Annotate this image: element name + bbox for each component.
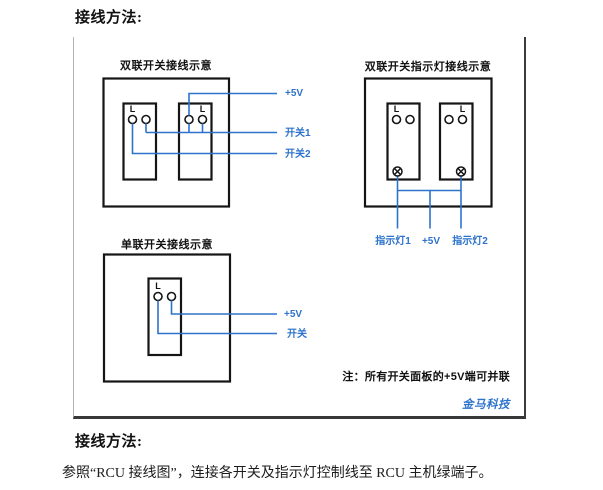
lamp-cross-icon: [393, 167, 402, 176]
terminal-circle: [166, 291, 177, 302]
dual-switch-indicator-wires: [396, 174, 462, 229]
single-switch-wires: [157, 300, 277, 335]
single-switch-diagram-title: 单联开关接线示意: [121, 239, 213, 251]
terminal-l-label: L: [459, 104, 466, 114]
switch-module: [177, 102, 213, 181]
switch-module: [438, 102, 474, 181]
terminal-circle: [153, 291, 163, 302]
terminal-circle: [391, 114, 402, 125]
switch-module: [386, 102, 421, 181]
terminal-l-label: L: [393, 104, 400, 114]
wire-label-5v: +5V: [284, 309, 303, 320]
indicator-lamp-icons: [392, 166, 467, 177]
dual-switch-panel-box: [102, 77, 231, 208]
wire-switch: [157, 300, 277, 335]
terminal-l-label: L: [129, 104, 136, 114]
wire-5v: [188, 92, 277, 116]
dual-switch-indicator-diagram-title: 双联开关指示灯接线示意: [364, 61, 492, 73]
terminal-circle: [197, 114, 208, 125]
bottom-heading: 接线方法:: [75, 434, 143, 450]
wire-label-5v: +5V: [421, 236, 441, 247]
panel-outline: [102, 253, 232, 383]
switch-module: [147, 277, 183, 357]
note-text: 注：所有开关面板的+5V端可并联: [342, 371, 510, 383]
dual-switch-wires: [131, 92, 277, 155]
wire-label-switch: 开关: [287, 328, 307, 340]
brand-text: 金马科技: [462, 399, 510, 411]
terminal-circle: [141, 114, 151, 125]
terminal-circle: [405, 114, 415, 125]
wire-switch2: [131, 123, 277, 155]
terminal-circle: [127, 114, 138, 125]
wire-label-lamp1: 指示灯1: [375, 236, 411, 247]
terminal-l-label: L: [155, 281, 161, 291]
lamp-cross-icon: [457, 167, 465, 176]
wire-label-switch2: 开关2: [285, 148, 311, 160]
terminal-circle: [184, 114, 194, 125]
single-switch-panel-box: [102, 253, 232, 383]
panel-outline: [102, 77, 231, 208]
body-paragraph: 参照“RCU 接线图”，连接各开关及指示灯控制线至 RCU 主机绿端子。: [62, 466, 493, 481]
top-heading: 接线方法:: [75, 10, 143, 26]
wire-label-switch1: 开关1: [285, 127, 311, 139]
terminal-circle: [444, 114, 454, 125]
panel-outline: [363, 77, 493, 208]
switch-module: [122, 102, 158, 181]
terminal-circle: [457, 114, 468, 125]
terminal-l-label: L: [199, 104, 206, 114]
wire-5v: [170, 300, 277, 315]
dual-switch-diagram-title: 双联开关接线示意: [120, 60, 212, 72]
wire-label-5v: +5V: [285, 88, 304, 99]
wire-label-lamp2: 指示灯2: [452, 236, 488, 247]
dual-switch-indicator-panel-box: [363, 77, 493, 208]
